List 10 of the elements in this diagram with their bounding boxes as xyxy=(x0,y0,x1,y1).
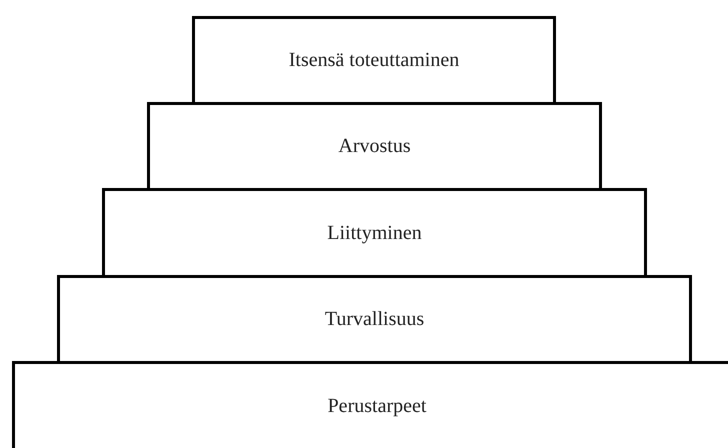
pyramid-level xyxy=(192,16,556,105)
pyramid-level xyxy=(57,275,692,364)
pyramid-level xyxy=(102,188,647,278)
level-label: Itsensä toteuttaminen xyxy=(288,49,460,72)
level-label: Arvostus xyxy=(338,135,411,158)
level-label: Perustarpeet xyxy=(328,394,426,418)
level-label: Turvallisuus xyxy=(324,308,424,331)
pyramid-level xyxy=(147,102,602,191)
level-label: Liittyminen xyxy=(327,222,422,244)
pyramid-level xyxy=(12,361,728,448)
